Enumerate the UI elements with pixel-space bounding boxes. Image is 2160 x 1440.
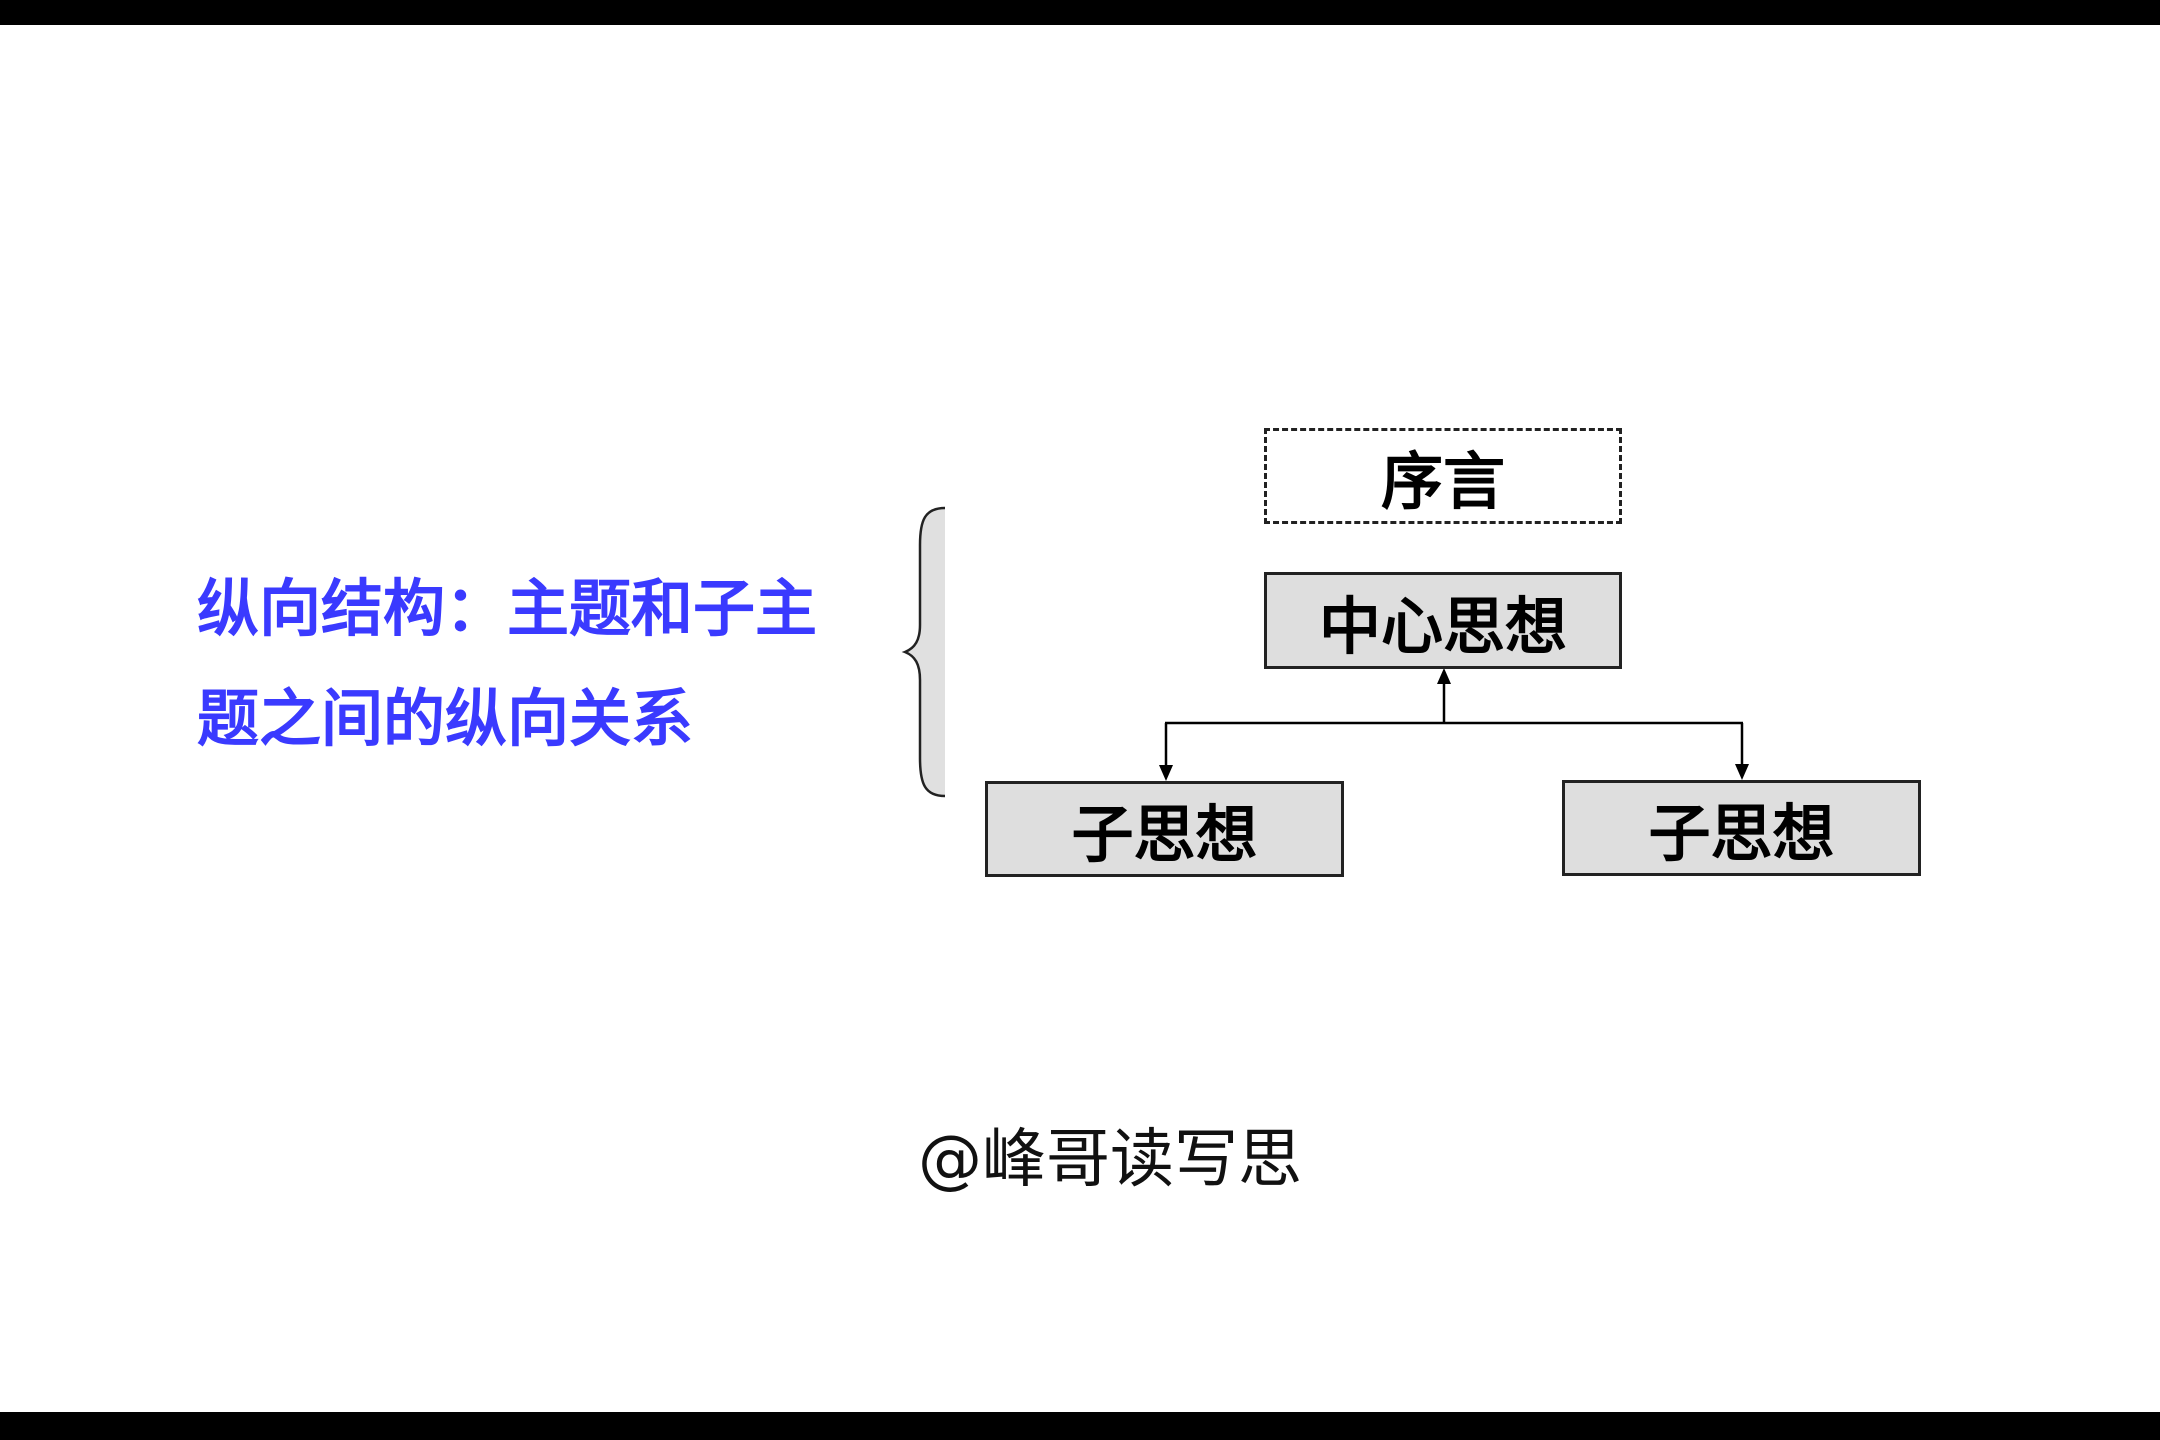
arrow-down-left-icon	[1159, 765, 1173, 781]
description-line-2: 题之间的纵向关系	[197, 682, 694, 755]
preface-label: 序言	[1380, 445, 1505, 518]
central-idea-box: 中心思想	[1264, 572, 1622, 669]
curly-brace-stroke	[901, 506, 946, 798]
arrow-down-right-icon	[1735, 764, 1749, 780]
top-black-bar	[0, 0, 2160, 25]
sub-idea-label: 子思想	[1071, 798, 1258, 871]
watermark: @峰哥读写思	[918, 1123, 1302, 1197]
sub-idea-box-left: 子思想	[985, 781, 1344, 877]
description-line-1: 纵向结构：主题和子主	[197, 572, 818, 645]
sub-idea-label: 子思想	[1648, 797, 1835, 870]
curly-brace	[905, 508, 945, 796]
arrow-up-icon	[1437, 668, 1451, 684]
preface-box: 序言	[1264, 428, 1622, 524]
bottom-black-bar	[0, 1412, 2160, 1440]
sub-idea-box-right: 子思想	[1562, 780, 1921, 876]
central-idea-label: 中心思想	[1318, 589, 1567, 663]
